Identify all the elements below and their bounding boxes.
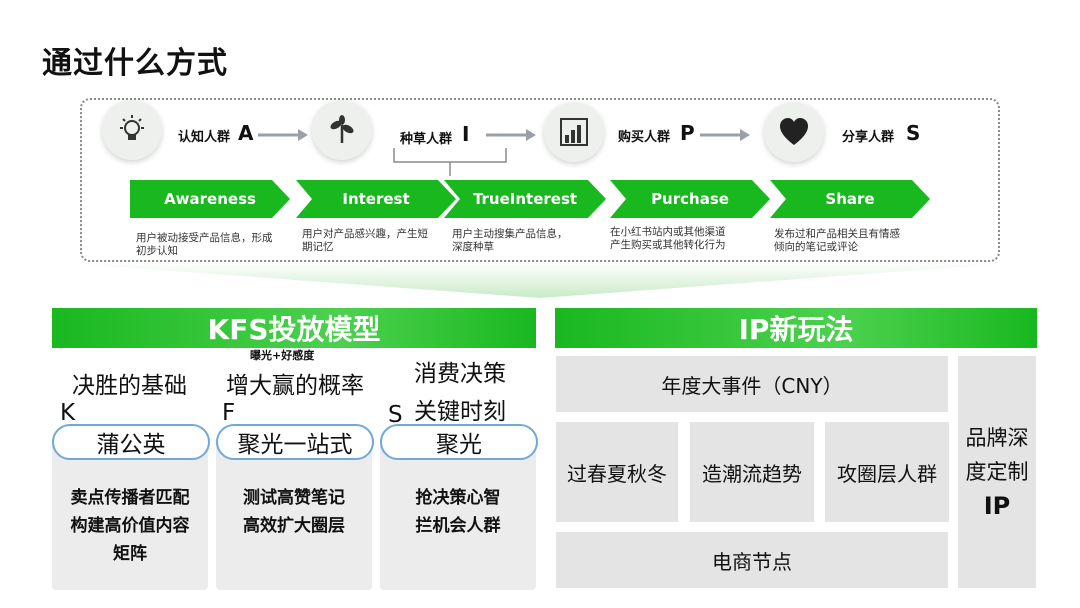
chevron-interest: Interest	[296, 180, 456, 218]
kfs-heading-s-2: 关键时刻	[414, 399, 506, 425]
ip-annual-event: 年度大事件（CNY）	[556, 356, 948, 412]
funnel-flow-panel	[80, 98, 1000, 262]
ip-brand-custom: 品牌深 度定制 IP	[958, 356, 1036, 588]
kfs-heading-s-1: 消费决策	[414, 361, 506, 387]
kfs-pill-k: 蒲公英	[52, 424, 210, 460]
kfs-card-k	[52, 440, 208, 590]
arrow-right-icon	[700, 129, 750, 141]
ip-trends: 造潮流趋势	[690, 422, 814, 522]
arrow-right-icon	[486, 129, 536, 141]
chevron-trueinterest: TrueInterest	[444, 180, 606, 218]
stage-letter-i: I	[462, 122, 470, 146]
kfs-card-f	[216, 440, 372, 590]
kfs-letter-k: K	[60, 400, 76, 426]
lightbulb-icon	[102, 100, 162, 160]
ip-circles: 攻圈层人群	[825, 422, 949, 522]
desc-interest: 用户对产品感兴趣，产生短期记忆	[302, 228, 428, 253]
stage-label-interest: 种草人群	[400, 132, 453, 147]
desc-purchase: 在小红书站内或其他渠道产生购买或其他转化行为	[610, 226, 726, 251]
chevron-awareness: Awareness	[130, 180, 290, 218]
chevron-share: Share	[770, 180, 930, 218]
kfs-letter-f: F	[222, 400, 236, 426]
desc-awareness: 用户被动接受产品信息，形成初步认知	[136, 232, 273, 257]
stage-letter-s: S	[906, 121, 921, 145]
kfs-heading-f: 增大赢的概率	[226, 373, 364, 399]
ip-seasons: 过春夏秋冬	[556, 422, 678, 522]
kfs-card-text-k: 卖点传播者匹配 构建高价值内容 矩阵	[70, 488, 190, 564]
kfs-pill-s: 聚光	[380, 424, 538, 460]
kfs-card-text-s: 抢决策心智 拦机会人群	[415, 488, 501, 536]
kfs-letter-s: S	[388, 402, 403, 428]
stage-letter-p: P	[680, 121, 695, 145]
kfs-pill-f: 聚光一站式	[216, 424, 374, 460]
interest-bracket	[393, 148, 507, 176]
stage-label-purchase: 购买人群	[618, 130, 671, 145]
sprout-icon	[312, 100, 372, 160]
kfs-header: KFS投放模型	[52, 308, 536, 348]
kfs-heading-k: 决胜的基础	[72, 373, 187, 399]
overlay-note: 曝光+好感度	[250, 349, 315, 362]
desc-trueinterest: 用户主动搜集产品信息，深度种草	[452, 228, 568, 253]
stage-label-awareness: 认知人群	[178, 130, 231, 145]
stage-label-share: 分享人群	[842, 130, 895, 145]
heart-icon	[764, 102, 824, 162]
kfs-card-s	[380, 440, 536, 590]
funnel-connector	[50, 262, 1030, 298]
arrow-right-icon	[258, 129, 308, 141]
bar-chart-icon	[544, 102, 604, 162]
page-title: 通过什么方式	[42, 46, 228, 81]
ip-header: IP新玩法	[555, 308, 1037, 348]
ip-ecommerce: 电商节点	[556, 532, 948, 588]
desc-share: 发布过和产品相关且有情感倾向的笔记或评论	[774, 228, 900, 253]
stage-letter-a: A	[238, 121, 254, 145]
kfs-card-text-f: 测试高赞笔记 高效扩大圈层	[243, 488, 345, 536]
chevron-purchase: Purchase	[610, 180, 770, 218]
